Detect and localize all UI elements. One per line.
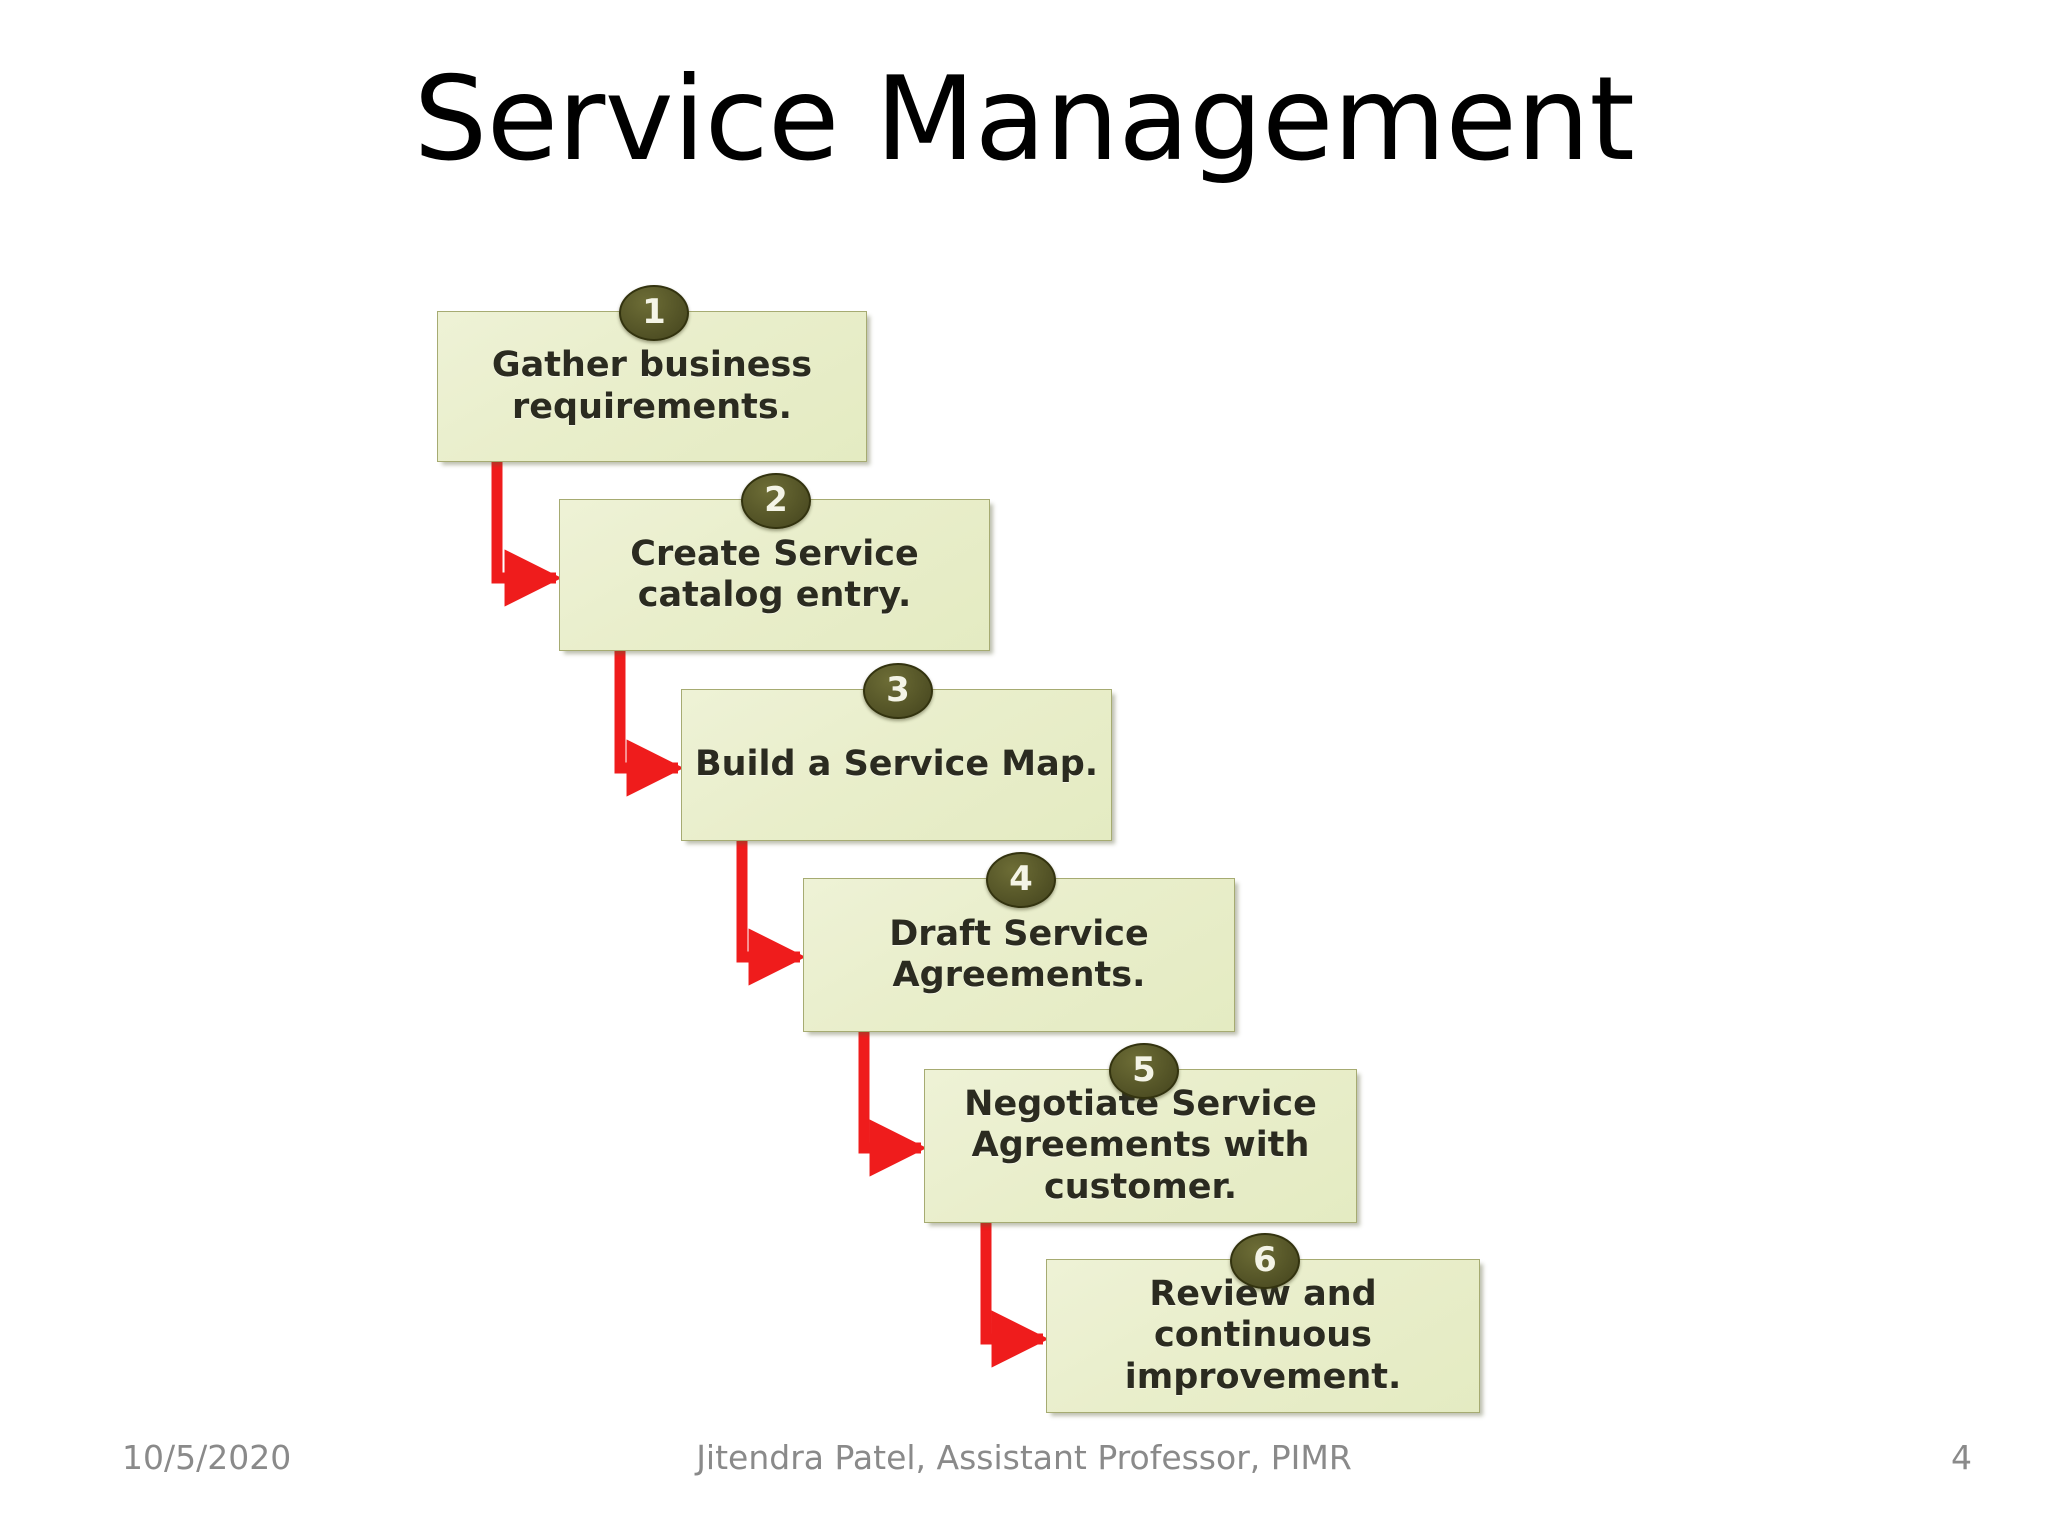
- step-number-badge-5-value: 5: [1132, 1050, 1156, 1090]
- footer-credit: Jitendra Patel, Assistant Professor, PIM…: [696, 1438, 1352, 1477]
- connector-layer: [491, 456, 1049, 1368]
- step-number-badge-6-value: 6: [1253, 1240, 1277, 1280]
- connector-4-5: [858, 1027, 927, 1177]
- step-number-badge-3: 3: [863, 663, 933, 719]
- footer-date: 10/5/2020: [122, 1438, 292, 1477]
- slide-footer: 10/5/2020 Jitendra Patel, Assistant Prof…: [0, 1438, 2048, 1498]
- footer-page-number: 4: [1951, 1438, 1972, 1477]
- step-number-badge-6: 6: [1230, 1233, 1300, 1289]
- step-number-badge-4: 4: [986, 852, 1056, 908]
- step-number-badge-1: 1: [619, 285, 689, 341]
- step-number-badge-2-value: 2: [764, 480, 788, 520]
- step-number-badge-1-value: 1: [642, 292, 666, 332]
- process-step-5-label: Negotiate Service Agreements with custom…: [964, 1084, 1317, 1207]
- process-flow-diagram: Gather business requirements. 1 Create S…: [437, 285, 1480, 1413]
- step-number-badge-2: 2: [741, 473, 811, 529]
- page-title: Service Management: [413, 52, 1635, 187]
- process-step-1-label: Gather business requirements.: [491, 345, 813, 427]
- connector-5-6: [980, 1218, 1049, 1368]
- process-step-2-label: Create Service catalog entry.: [630, 533, 919, 615]
- process-step-3-label: Build a Service Map.: [694, 744, 1099, 785]
- connector-2-3: [614, 646, 684, 797]
- step-number-badge-4-value: 4: [1009, 859, 1033, 899]
- process-step-5[interactable]: Negotiate Service Agreements with custom…: [924, 1069, 1357, 1223]
- process-step-4-label: Draft Service Agreements.: [889, 913, 1149, 995]
- step-number-badge-3-value: 3: [886, 670, 910, 710]
- connector-3-4: [736, 836, 806, 986]
- step-number-badge-5: 5: [1109, 1043, 1179, 1099]
- connector-1-2: [491, 456, 562, 607]
- process-step-6-label: Review and continuous improvement.: [1124, 1274, 1402, 1397]
